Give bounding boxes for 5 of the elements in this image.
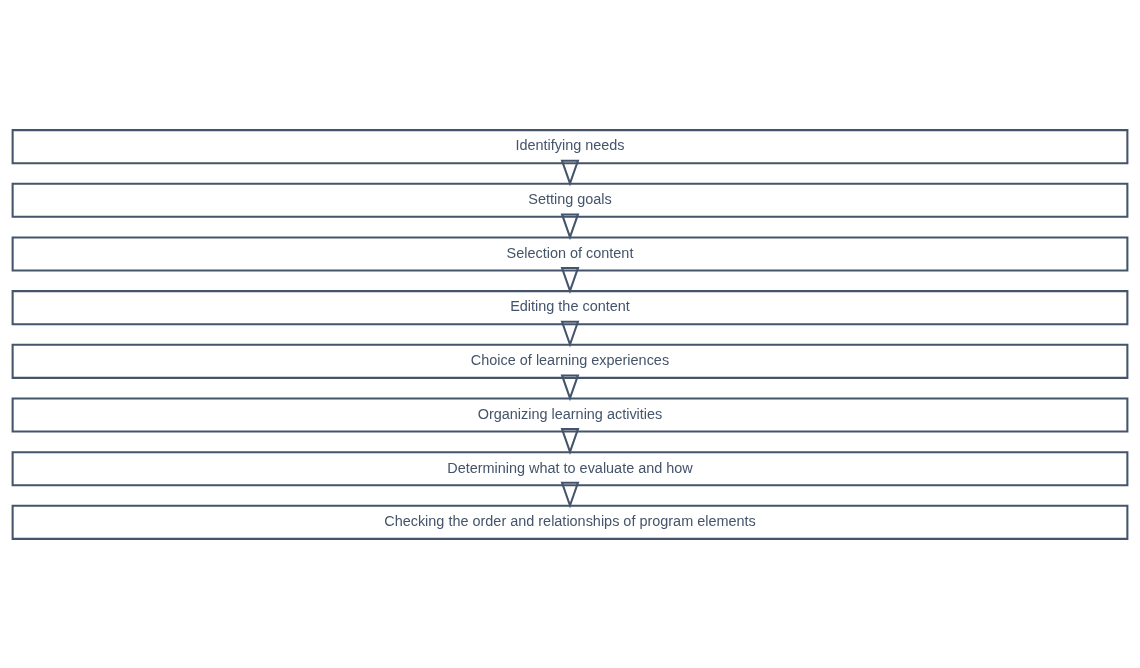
arrow: [560, 212, 580, 240]
arrow: [560, 266, 580, 294]
arrow: [560, 427, 580, 455]
node-box: Checking the order and relationships of program elements: [11, 504, 1129, 540]
arrow: [560, 373, 580, 401]
